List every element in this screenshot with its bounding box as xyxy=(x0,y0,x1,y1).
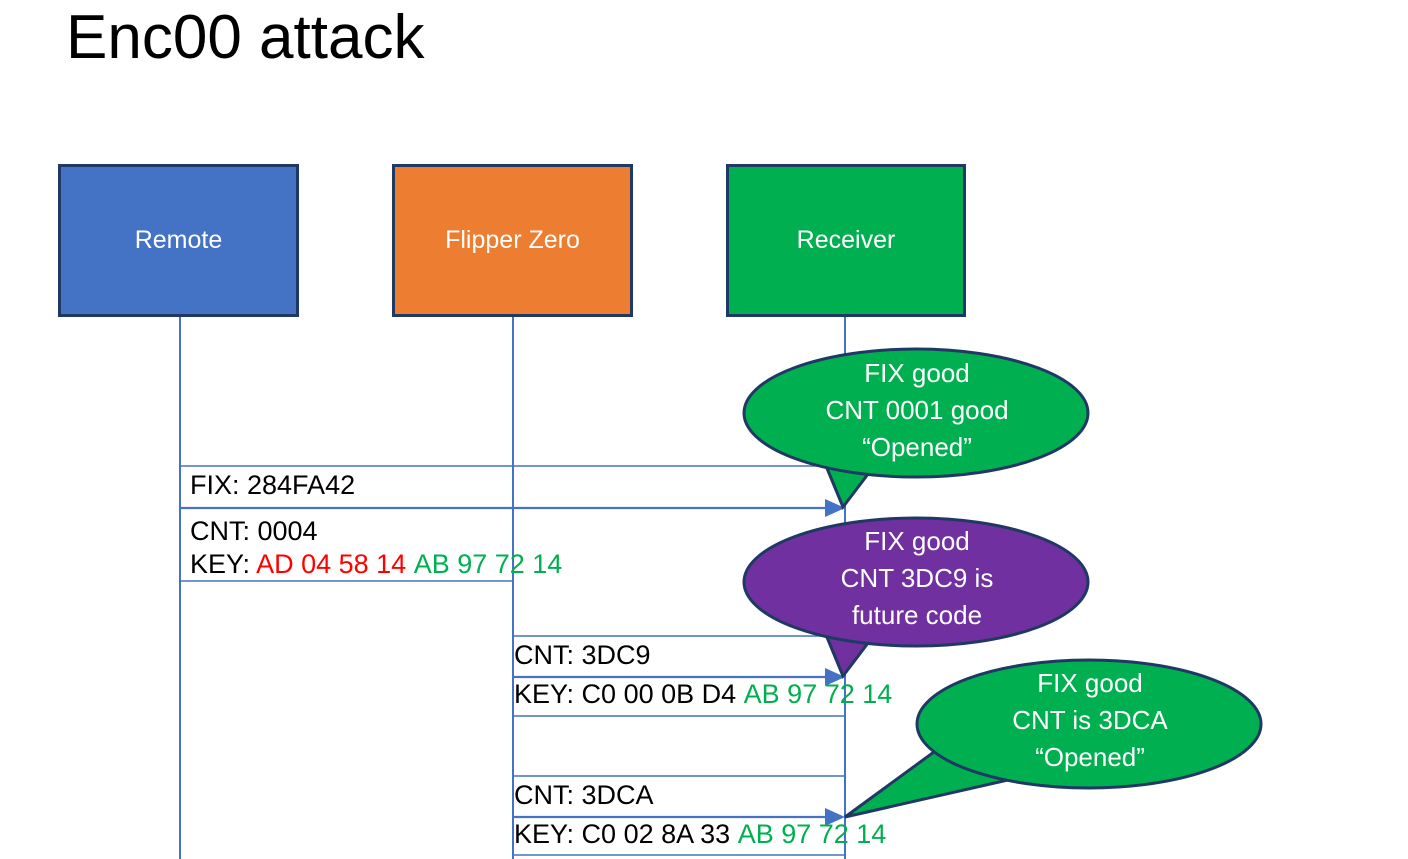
message-1-key-line: KEY: AD 04 58 14 AB 97 72 14 xyxy=(190,550,562,578)
message-2-cnt-line: CNT: 3DC9 xyxy=(514,640,651,670)
message-arrow-3 xyxy=(513,808,845,826)
message-arrow-2 xyxy=(513,668,845,686)
actor-box-flipper-zero[interactable]: Flipper Zero xyxy=(392,164,633,317)
callout-bubble-1-line-1: FIX good xyxy=(864,358,970,388)
actor-label-receiver: Receiver xyxy=(796,225,896,254)
callout-bubble-3 xyxy=(844,658,1263,819)
message-3-key-gap xyxy=(730,819,738,849)
message-1-key-first-half: AD 04 58 14 xyxy=(256,549,407,579)
callout-bubble-2-line-3: future code xyxy=(851,599,983,630)
message-2-key-gap xyxy=(736,679,744,709)
message-1-key-gap xyxy=(406,549,414,579)
callout-bubble-1-line-2: CNT 0001 good xyxy=(825,394,1009,425)
message-1-fix-line: FIX: 284FA42 xyxy=(190,470,356,500)
actor-box-receiver[interactable]: Receiver xyxy=(726,164,966,317)
callout-bubble-2 xyxy=(742,516,1090,679)
message-2-key-line: KEY: C0 00 0B D4 AB 97 72 14 xyxy=(514,680,892,708)
callout-bubble-2-line-2: CNT 3DC9 is xyxy=(840,562,994,593)
actor-label-flipper-zero: Flipper Zero xyxy=(445,225,580,254)
callout-bubble-1 xyxy=(742,347,1090,510)
message-3-key-line: KEY: C0 02 8A 33 AB 97 72 14 xyxy=(514,820,886,848)
actor-label-remote: Remote xyxy=(134,225,223,254)
message-2-key-second-half: AB 97 72 14 xyxy=(743,679,893,709)
message-3-key-second-half: AB 97 72 14 xyxy=(737,819,887,849)
message-1-key-label: KEY: xyxy=(190,549,257,579)
callout-bubble-2-text: FIX good CNT 3DC9 is future code xyxy=(762,523,1072,634)
callout-bubble-1-text: FIX good CNT 0001 good “Opened” xyxy=(762,355,1072,466)
callout-bubble-2-line-1: FIX good xyxy=(864,526,970,556)
callout-bubble-3-line-1: FIX good xyxy=(1037,668,1143,698)
callout-bubble-1-line-3: “Opened” xyxy=(862,431,972,462)
message-1-cnt-line: CNT: 0004 xyxy=(190,516,318,546)
message-2-key-label: KEY: xyxy=(514,679,582,709)
callout-bubble-3-text: FIX good CNT is 3DCA “Opened” xyxy=(935,665,1245,776)
message-3-cnt-line: CNT: 3DCA xyxy=(514,780,654,810)
callout-bubble-3-line-3: “Opened” xyxy=(1035,741,1145,772)
actor-box-remote[interactable]: Remote xyxy=(58,164,299,317)
callout-bubble-3-line-2: CNT is 3DCA xyxy=(1012,704,1168,735)
page-title: Enc00 attack xyxy=(66,3,425,72)
message-arrow-1 xyxy=(180,499,845,517)
message-1-key-second-half: AB 97 72 14 xyxy=(413,549,563,579)
message-2-key-first-half: C0 00 0B D4 xyxy=(581,679,737,709)
message-3-key-first-half: C0 02 8A 33 xyxy=(581,819,731,849)
message-3-key-label: KEY: xyxy=(514,819,582,849)
